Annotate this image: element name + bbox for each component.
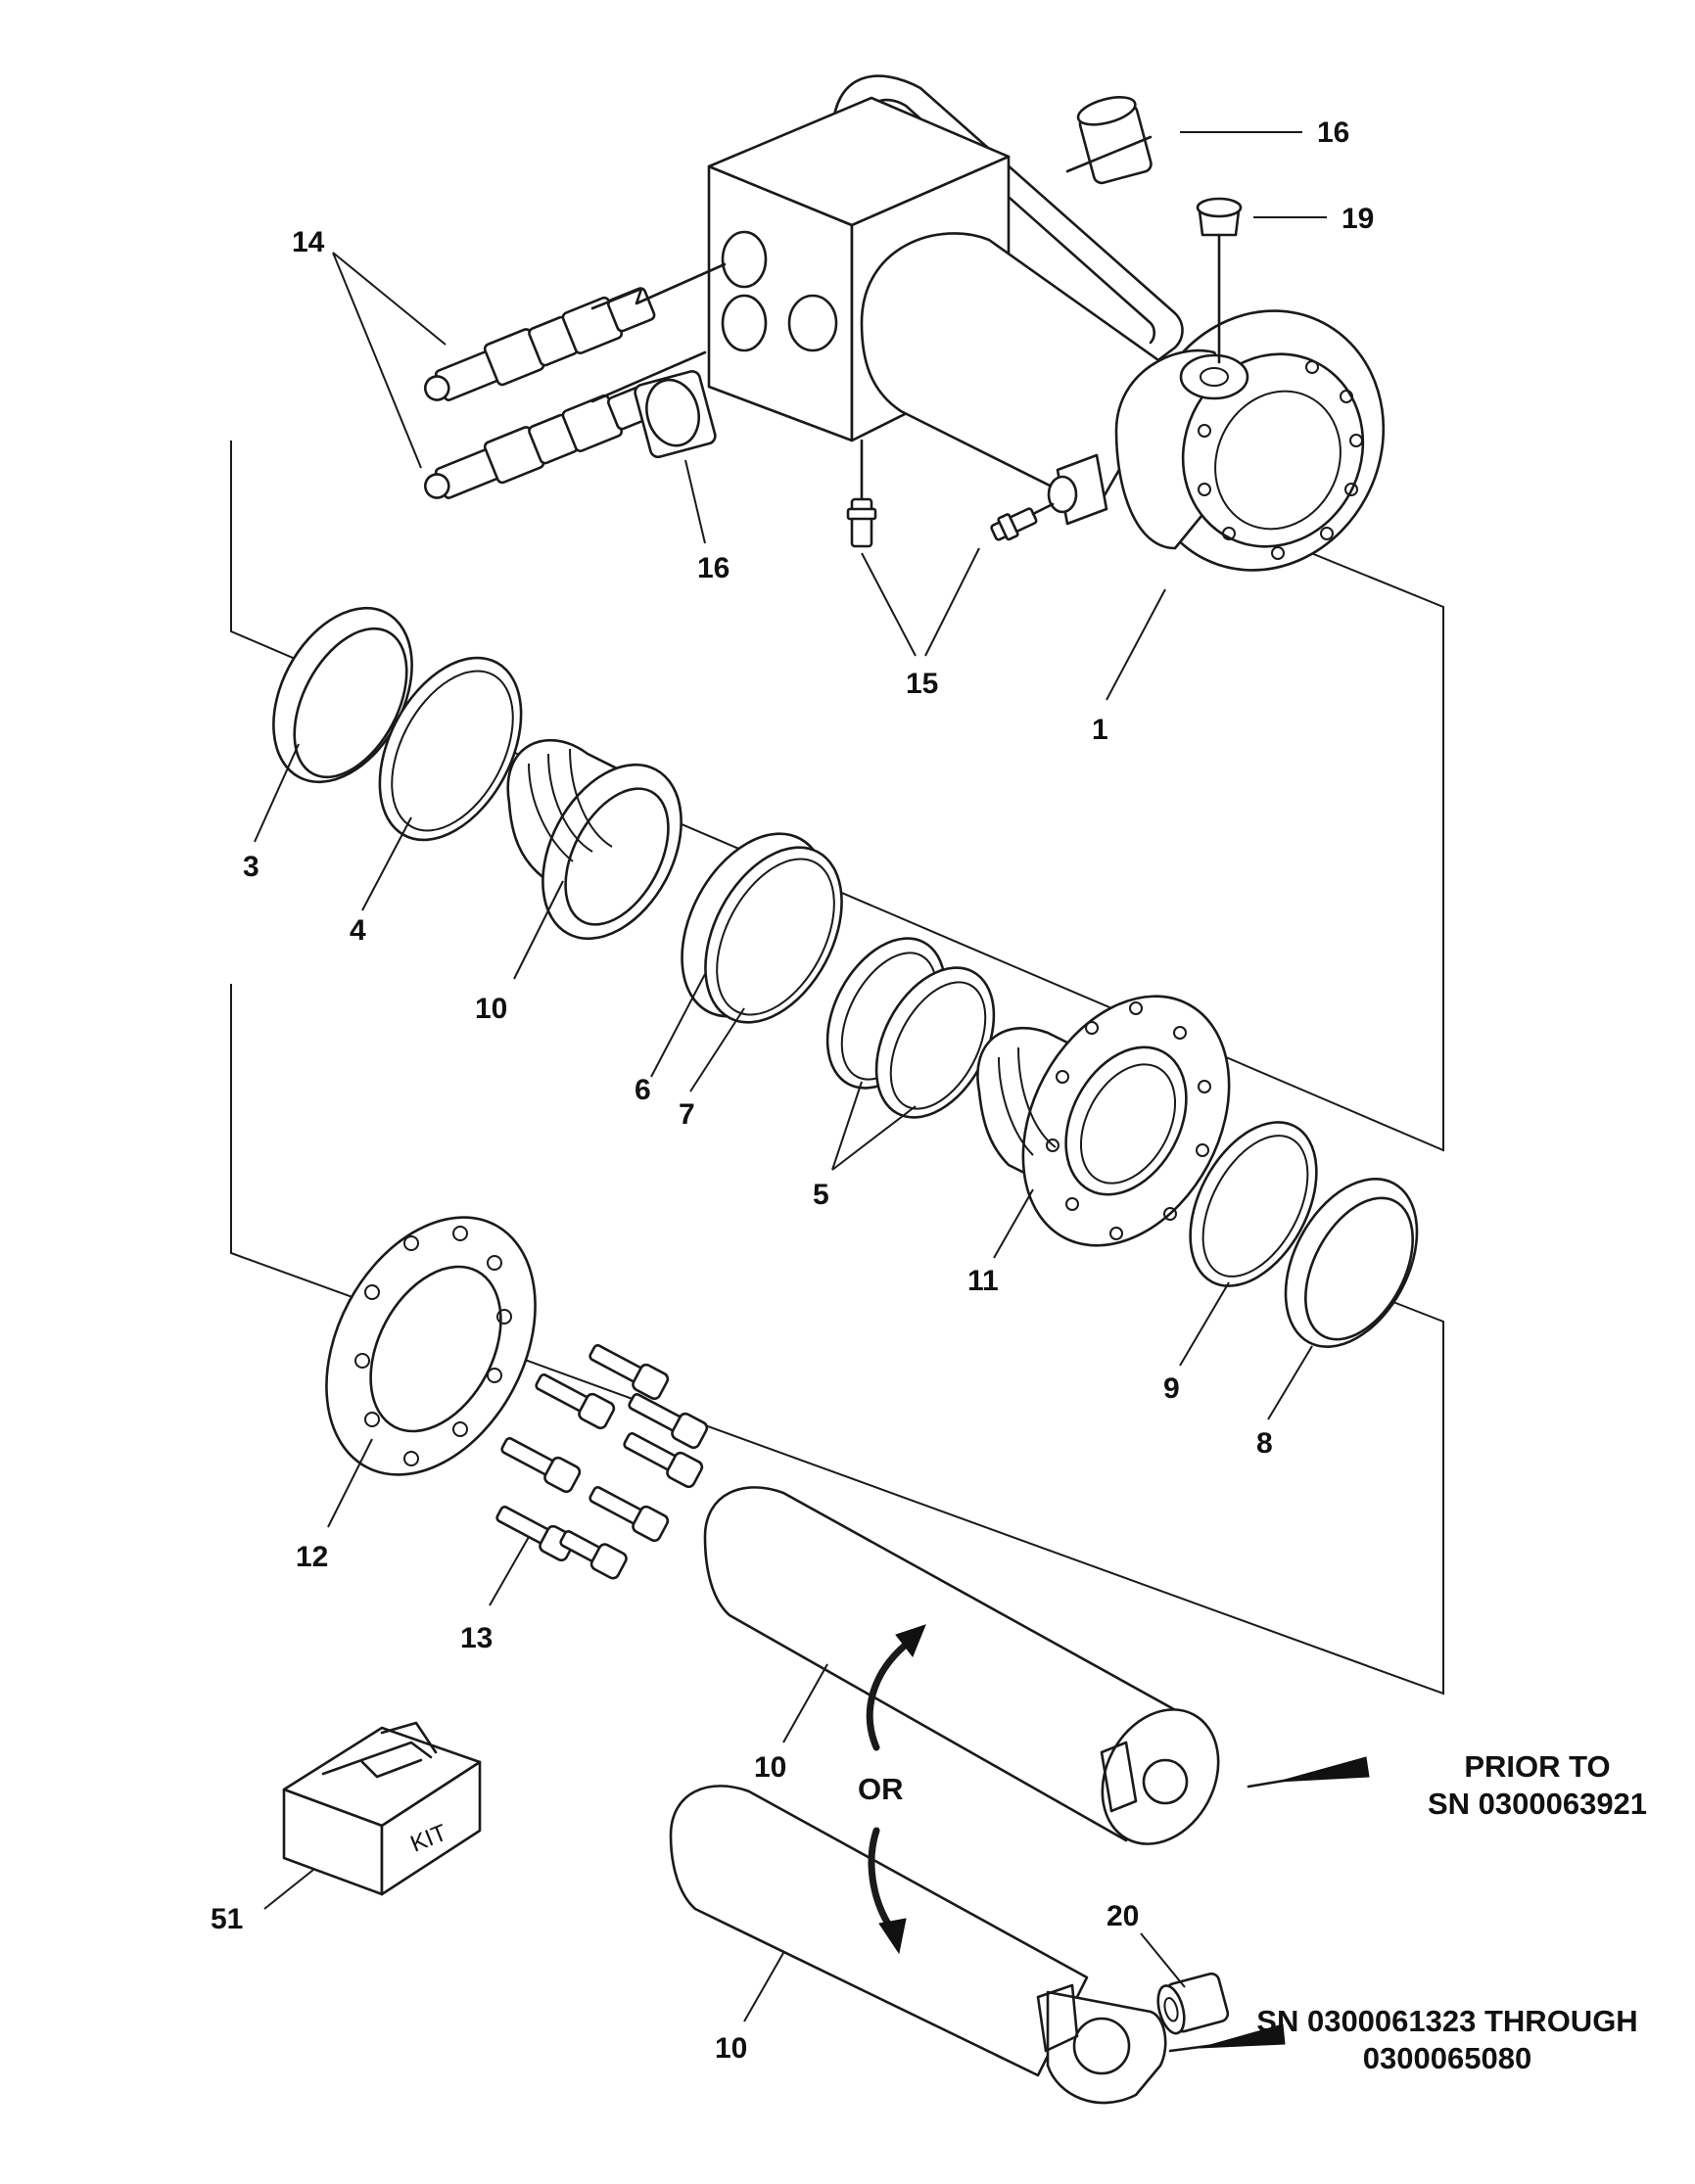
callout-9: 9 <box>1163 1372 1180 1405</box>
callout-16-lower: 16 <box>697 552 730 584</box>
part-12-bolt-holes <box>354 1226 512 1466</box>
part-15-fittings <box>846 439 1055 548</box>
part-14-relief-valves <box>423 262 727 499</box>
callout-3: 3 <box>243 851 259 883</box>
note-pointers <box>1168 1756 1370 2053</box>
note-arrow-prior-icon <box>1277 1756 1370 1783</box>
callout-7: 7 <box>679 1098 695 1131</box>
part-4-seal <box>378 656 523 842</box>
part-9-seal <box>1189 1121 1318 1287</box>
callout-10-rod-through: 10 <box>715 2032 747 2065</box>
part-10-rod-through <box>669 1785 1167 2105</box>
part-20-bushing <box>1156 1972 1230 2035</box>
part-5-wear-rings <box>825 937 996 1119</box>
callout-leaders <box>254 131 1327 2022</box>
callout-15: 15 <box>906 668 938 700</box>
part-1-cylinder-head <box>707 74 1386 572</box>
callout-16-top: 16 <box>1317 116 1349 149</box>
part-11-bolt-holes <box>1046 1001 1211 1240</box>
callout-14: 14 <box>292 226 325 258</box>
callout-1: 1 <box>1092 714 1108 746</box>
serial-notes: PRIOR TO SN 0300063921 SN 0300061323 THR… <box>1256 1749 1647 2075</box>
callout-10-piston: 10 <box>475 993 507 1025</box>
part-51-kit-box: KIT <box>282 1721 482 1896</box>
callout-8: 8 <box>1256 1427 1273 1460</box>
part-12-gasket <box>325 1216 537 1476</box>
note-through-line2: 0300065080 <box>1363 2041 1531 2075</box>
callout-4: 4 <box>350 914 366 947</box>
callout-51: 51 <box>211 1903 243 1935</box>
part-10-rod-prior <box>703 1486 1220 1845</box>
part-8-wiper <box>1284 1178 1419 1348</box>
part-11-gland <box>976 995 1231 1247</box>
callout-numbers: 14 16 19 16 15 1 3 4 10 6 7 5 11 9 8 12 … <box>211 116 1374 2065</box>
callout-5: 5 <box>813 1179 829 1211</box>
part-19-plug <box>1196 197 1243 364</box>
callout-6: 6 <box>635 1074 651 1106</box>
callout-19: 19 <box>1342 203 1374 235</box>
note-through-line1: SN 0300061323 THROUGH <box>1256 2004 1637 2038</box>
arrow-up-icon <box>895 1624 926 1657</box>
or-alternative-arrows: OR <box>858 1624 926 1955</box>
note-arrow-through-icon <box>1199 2023 1286 2049</box>
part-3-ring <box>272 606 413 784</box>
callout-12: 12 <box>296 1541 328 1573</box>
assembly-guide-lines <box>230 441 1444 1696</box>
arrow-down-icon <box>878 1918 907 1955</box>
callout-10-rod-prior: 10 <box>754 1751 786 1784</box>
callout-13: 13 <box>460 1622 493 1654</box>
part-13-bolts <box>495 1344 709 1580</box>
note-prior-to-line1: PRIOR TO <box>1464 1749 1610 1784</box>
part-10-piston <box>506 738 683 941</box>
callout-20: 20 <box>1106 1900 1139 1932</box>
or-label: OR <box>858 1772 904 1806</box>
note-prior-to-line2: SN 0300063921 <box>1428 1787 1647 1821</box>
part-16-bushings <box>634 96 1153 459</box>
part-6-7-seals <box>681 832 843 1024</box>
callout-11: 11 <box>967 1265 999 1297</box>
